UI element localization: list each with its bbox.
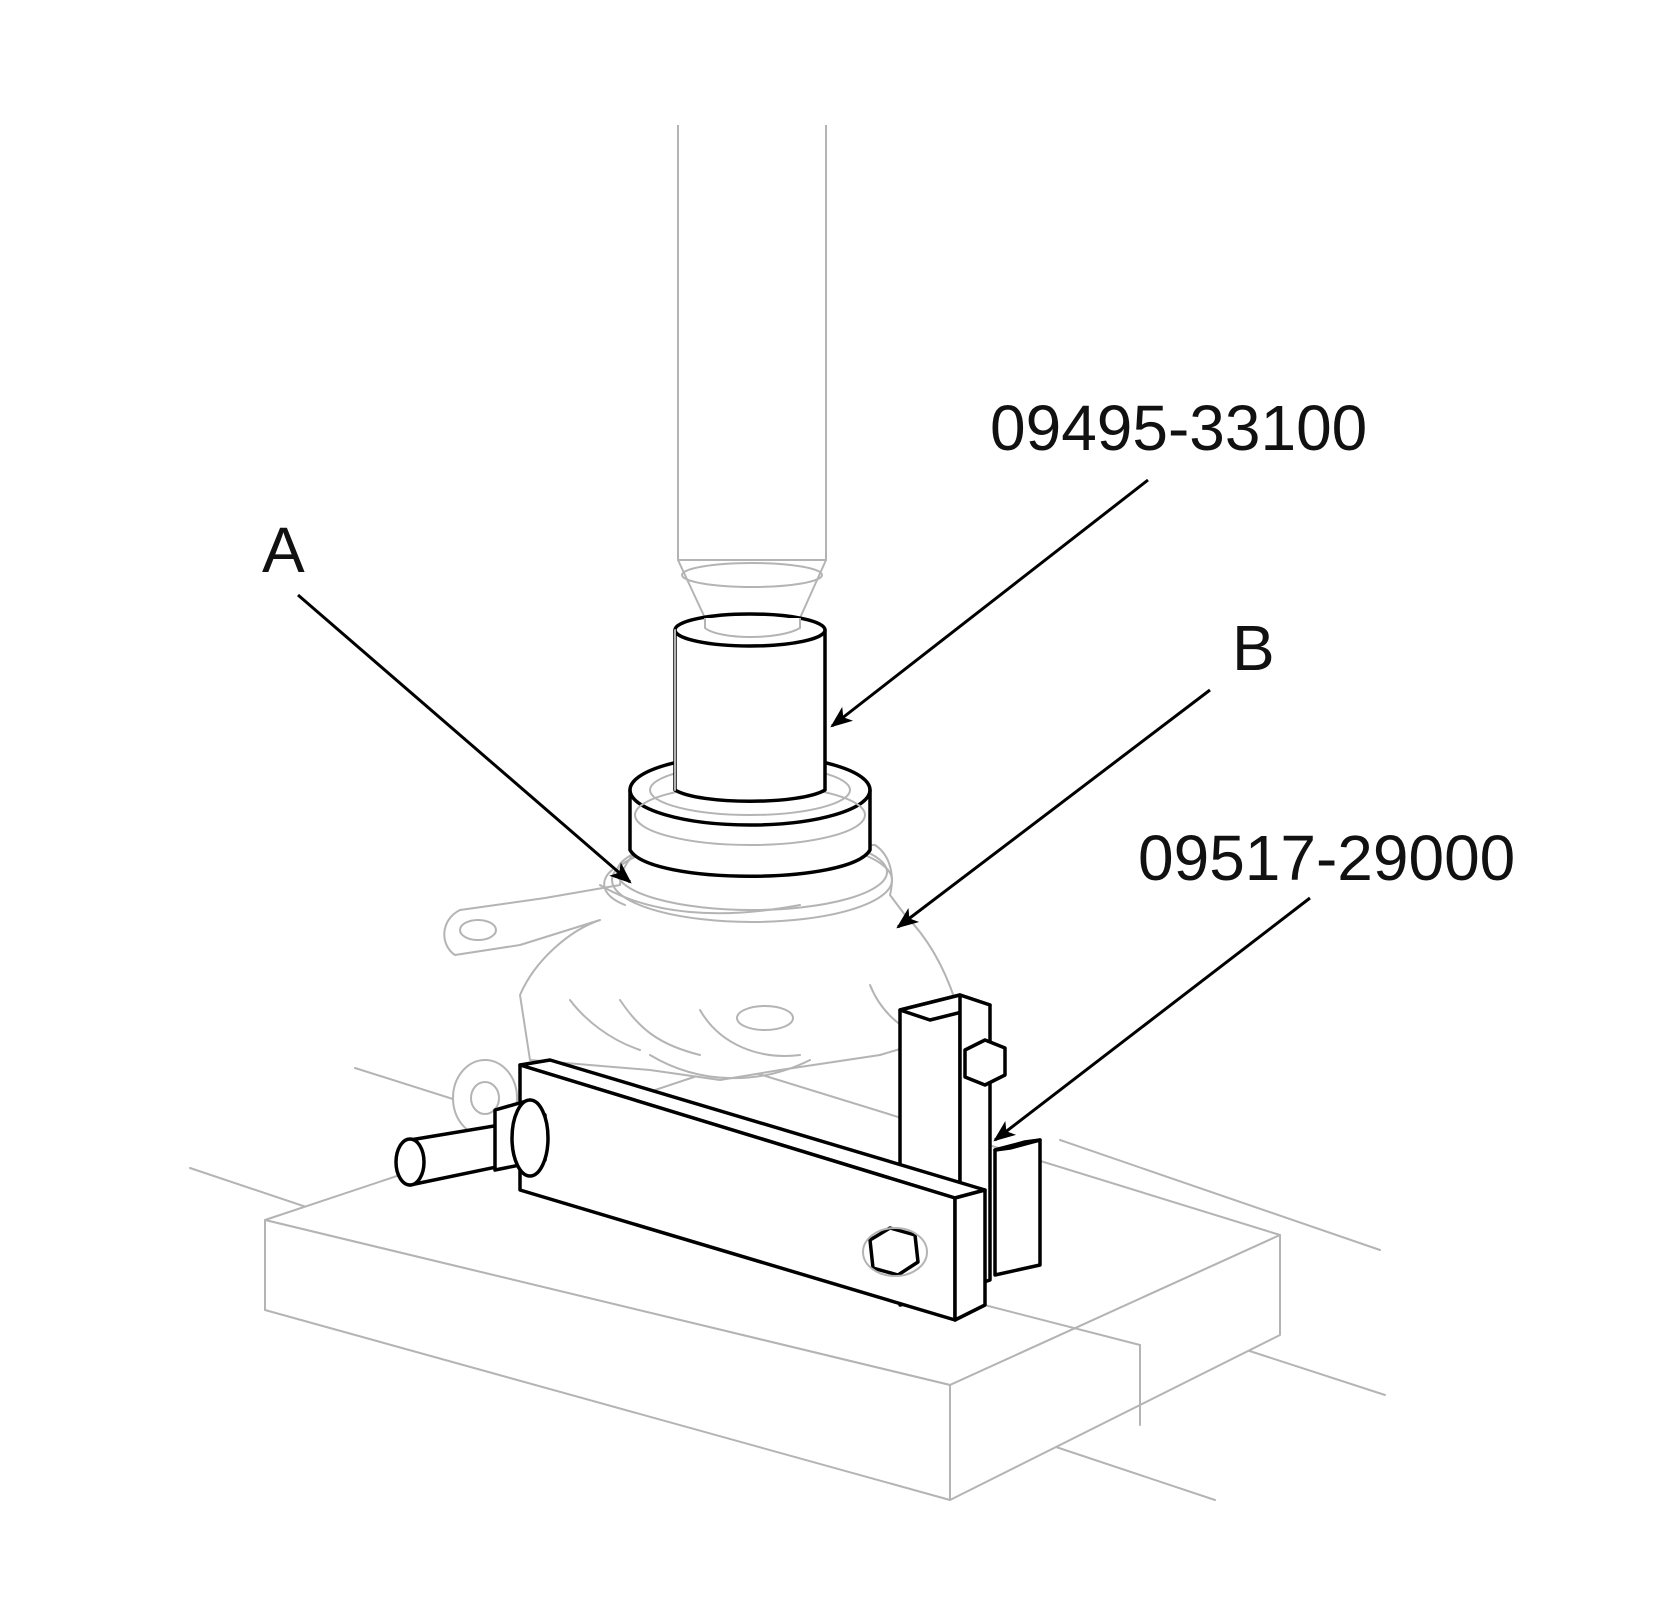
leader-part-b	[896, 688, 1211, 929]
label-tool-2: 09517-29000	[1138, 822, 1515, 894]
leader-part-a	[297, 593, 632, 884]
leader-tool-2	[993, 896, 1311, 1142]
label-part-b: B	[1232, 612, 1275, 684]
leader-tool-1	[830, 478, 1149, 728]
installer-tool	[628, 612, 872, 878]
press-ram	[677, 125, 827, 619]
callout-leaders	[297, 478, 1311, 1142]
label-part-a: A	[262, 514, 305, 586]
label-tool-1: 09495-33100	[990, 392, 1367, 464]
holder-fixture	[394, 993, 1042, 1322]
